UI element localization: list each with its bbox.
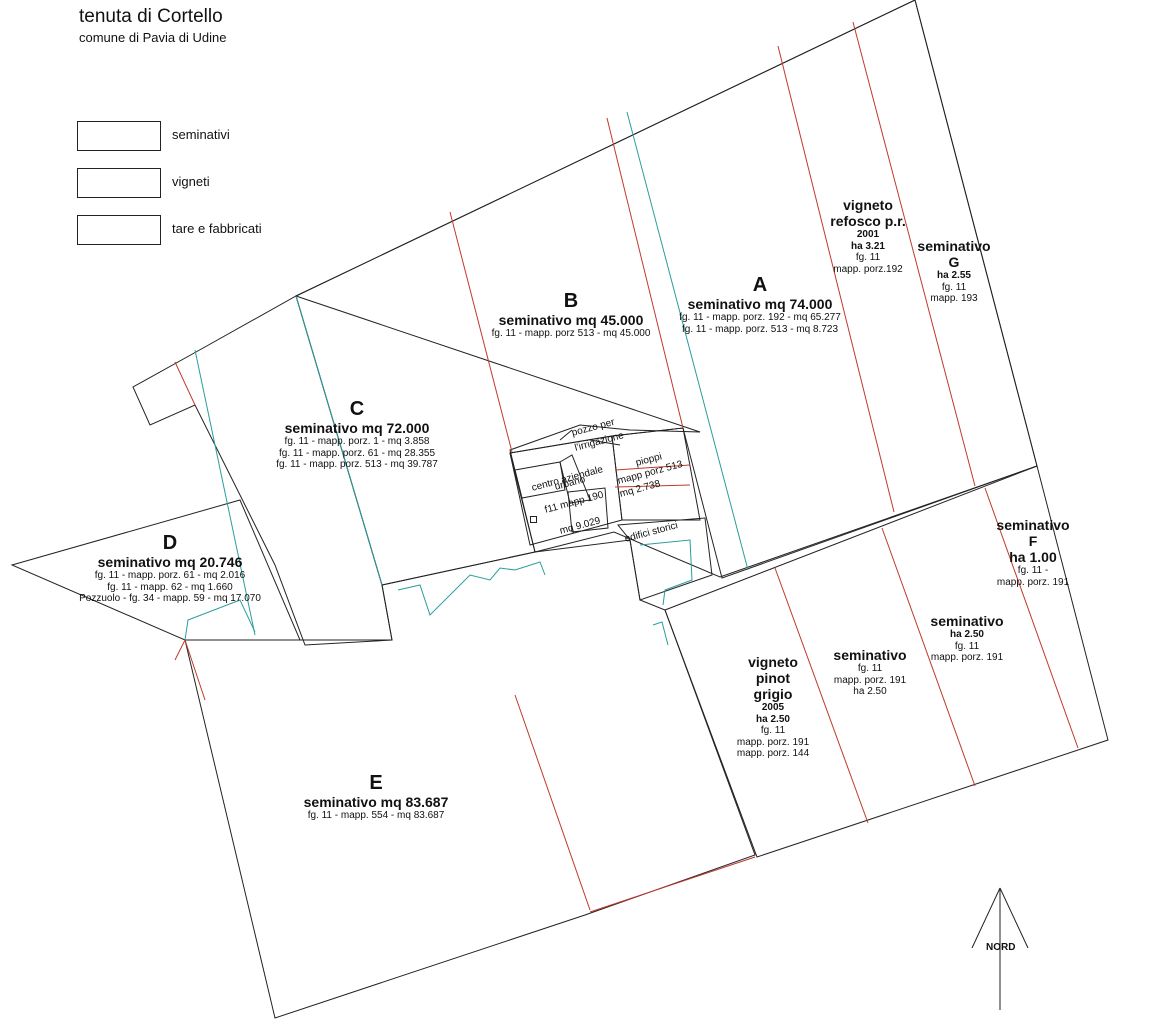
- parcel-f-line5: mapp. porz. 191: [996, 576, 1070, 588]
- parcel-c-letter: C: [349, 398, 365, 420]
- vigneto-pinot-line2: pinot: [755, 670, 791, 687]
- parcel-b-name: seminativo mq 45.000: [498, 312, 644, 328]
- vigneto-pinot-fg: fg. 11: [760, 725, 786, 737]
- vigneto-refosco-label: vigneto refosco p.r. 2001 ha 3.21 fg. 11…: [830, 197, 905, 275]
- parcel-b-line1: fg. 11 - mapp. porz 513 - mq 45.000: [491, 328, 651, 340]
- vigneto-refosco-year: 2001: [856, 229, 880, 241]
- north-label: NORD: [986, 942, 1016, 953]
- parcel-a-line2: fg. 11 - mapp. porz. 513 - mq 8.723: [681, 323, 839, 335]
- well-square-icon: [530, 516, 537, 523]
- parcel-e-letter: E: [369, 772, 383, 794]
- parcel-e-label: E seminativo mq 83.687 fg. 11 - mapp. 55…: [304, 772, 449, 822]
- parcel-a-label: A seminativo mq 74.000 fg. 11 - mapp. po…: [679, 274, 841, 335]
- vigneto-refosco-ha: ha 3.21: [851, 240, 885, 252]
- parcel-g-line4: fg. 11: [941, 281, 967, 293]
- legend-label: seminativi: [172, 127, 230, 142]
- seminativo-right-label: seminativo ha 2.50 fg. 11 mapp. porz. 19…: [930, 613, 1003, 664]
- vigneto-pinot-line1: vigneto: [748, 654, 798, 670]
- parcel-d-line2: fg. 11 - mapp. 62 - mq 1.660: [107, 581, 233, 593]
- vigneto-pinot-line3: grigio: [753, 686, 793, 703]
- parcel-c-line3: fg. 11 - mapp. porz. 513 - mq 39.787: [276, 459, 438, 471]
- legend-label: vigneti: [172, 174, 210, 189]
- parcel-c-line1: fg. 11 - mapp. porz. 1 - mq 3.858: [284, 436, 430, 448]
- parcel-e-name: seminativo mq 83.687: [303, 794, 449, 810]
- parcel-a-letter: A: [752, 274, 768, 296]
- legend-label: tare e fabbricati: [172, 221, 262, 236]
- parcel-e-line1: fg. 11 - mapp. 554 - mq 83.687: [307, 810, 445, 822]
- seminativo-mid-fg: fg. 11: [857, 663, 883, 675]
- parcel-se-boundary: [664, 465, 1109, 858]
- legend-swatch: [77, 121, 161, 151]
- seminativo-mid-label: seminativo fg. 11 mapp. porz. 191 ha 2.5…: [833, 647, 906, 698]
- vigneto-pinot-mapp2: mapp. porz. 144: [736, 748, 810, 760]
- vigneto-pinot-mapp1: mapp. porz. 191: [736, 736, 810, 748]
- parcel-f-line1: seminativo: [996, 517, 1070, 533]
- parcel-g-line2: G: [948, 254, 960, 271]
- parcel-d-line1: fg. 11 - mapp. porz. 61 - mq 2.016: [94, 570, 246, 582]
- legend-swatch: [77, 215, 161, 245]
- parcel-d-line3: Pozzuolo - fg. 34 - mapp. 59 - mq 17.070: [79, 593, 261, 605]
- parcel-g-line1: seminativo: [917, 238, 991, 254]
- north-compass: [971, 887, 1029, 1010]
- parcel-c-name: seminativo mq 72.000: [284, 420, 430, 436]
- parcel-f-label: seminativo F ha 1.00 fg. 11 - mapp. porz…: [996, 517, 1069, 588]
- vigneto-pinot-year: 2005: [761, 702, 785, 714]
- parcel-e-boundary: [184, 539, 756, 1019]
- vigneto-pinot-ha: ha 2.50: [756, 713, 790, 725]
- parcel-g-line3: ha 2.55: [937, 270, 971, 282]
- parcel-g-line5: mapp. 193: [930, 293, 978, 305]
- parcel-d-name: seminativo mq 20.746: [97, 554, 243, 570]
- legend-swatch: [77, 168, 161, 198]
- parcel-a-name: seminativo mq 74.000: [687, 296, 833, 312]
- parcel-g-label: seminativo G ha 2.55 fg. 11 mapp. 193: [917, 238, 990, 305]
- parcel-d-label: D seminativo mq 20.746 fg. 11 - mapp. po…: [79, 532, 261, 605]
- parcel-b-letter: B: [563, 290, 579, 312]
- map-subtitle: comune di Pavia di Udine: [79, 30, 227, 45]
- legend-item-seminativi: seminativi: [77, 121, 377, 153]
- parcel-f-line2: F: [1028, 533, 1038, 550]
- seminativo-right-ha: ha 2.50: [950, 629, 984, 641]
- seminativo-mid-ha: ha 2.50: [853, 686, 887, 698]
- parcel-b-label: B seminativo mq 45.000 fg. 11 - mapp. po…: [492, 290, 651, 340]
- parcel-a-line1: fg. 11 - mapp. porz. 192 - mq 65.277: [679, 312, 841, 324]
- vigneto-refosco-mapp: mapp. porz.192: [833, 263, 903, 275]
- parcel-f-line4: fg. 11 -: [1017, 565, 1049, 577]
- seminativo-mid-line1: seminativo: [833, 647, 907, 663]
- parcel-f-line3: ha 1.00: [1009, 549, 1057, 566]
- seminativo-right-fg: fg. 11: [954, 640, 980, 652]
- legend-item-vigneti: vigneti: [77, 168, 377, 200]
- map-title: tenuta di Cortello: [79, 6, 223, 27]
- seminativo-right-line1: seminativo: [930, 613, 1004, 629]
- seminativo-right-mapp: mapp. porz. 191: [930, 652, 1004, 664]
- vigneto-refosco-line2: refosco p.r.: [830, 213, 906, 230]
- legend-item-tare: tare e fabbricati: [77, 215, 377, 247]
- seminativo-mid-mapp: mapp. porz. 191: [833, 674, 907, 686]
- vigneto-refosco-line1: vigneto: [843, 197, 893, 213]
- vigneto-refosco-fg: fg. 11: [855, 252, 881, 264]
- parcel-d-letter: D: [162, 532, 178, 554]
- parcel-c-line2: fg. 11 - mapp. porz. 61 - mq 28.355: [278, 447, 436, 459]
- parcel-c-label: C seminativo mq 72.000 fg. 11 - mapp. po…: [276, 398, 438, 471]
- vigneto-pinot-label: vigneto pinot grigio 2005 ha 2.50 fg. 11…: [737, 654, 809, 760]
